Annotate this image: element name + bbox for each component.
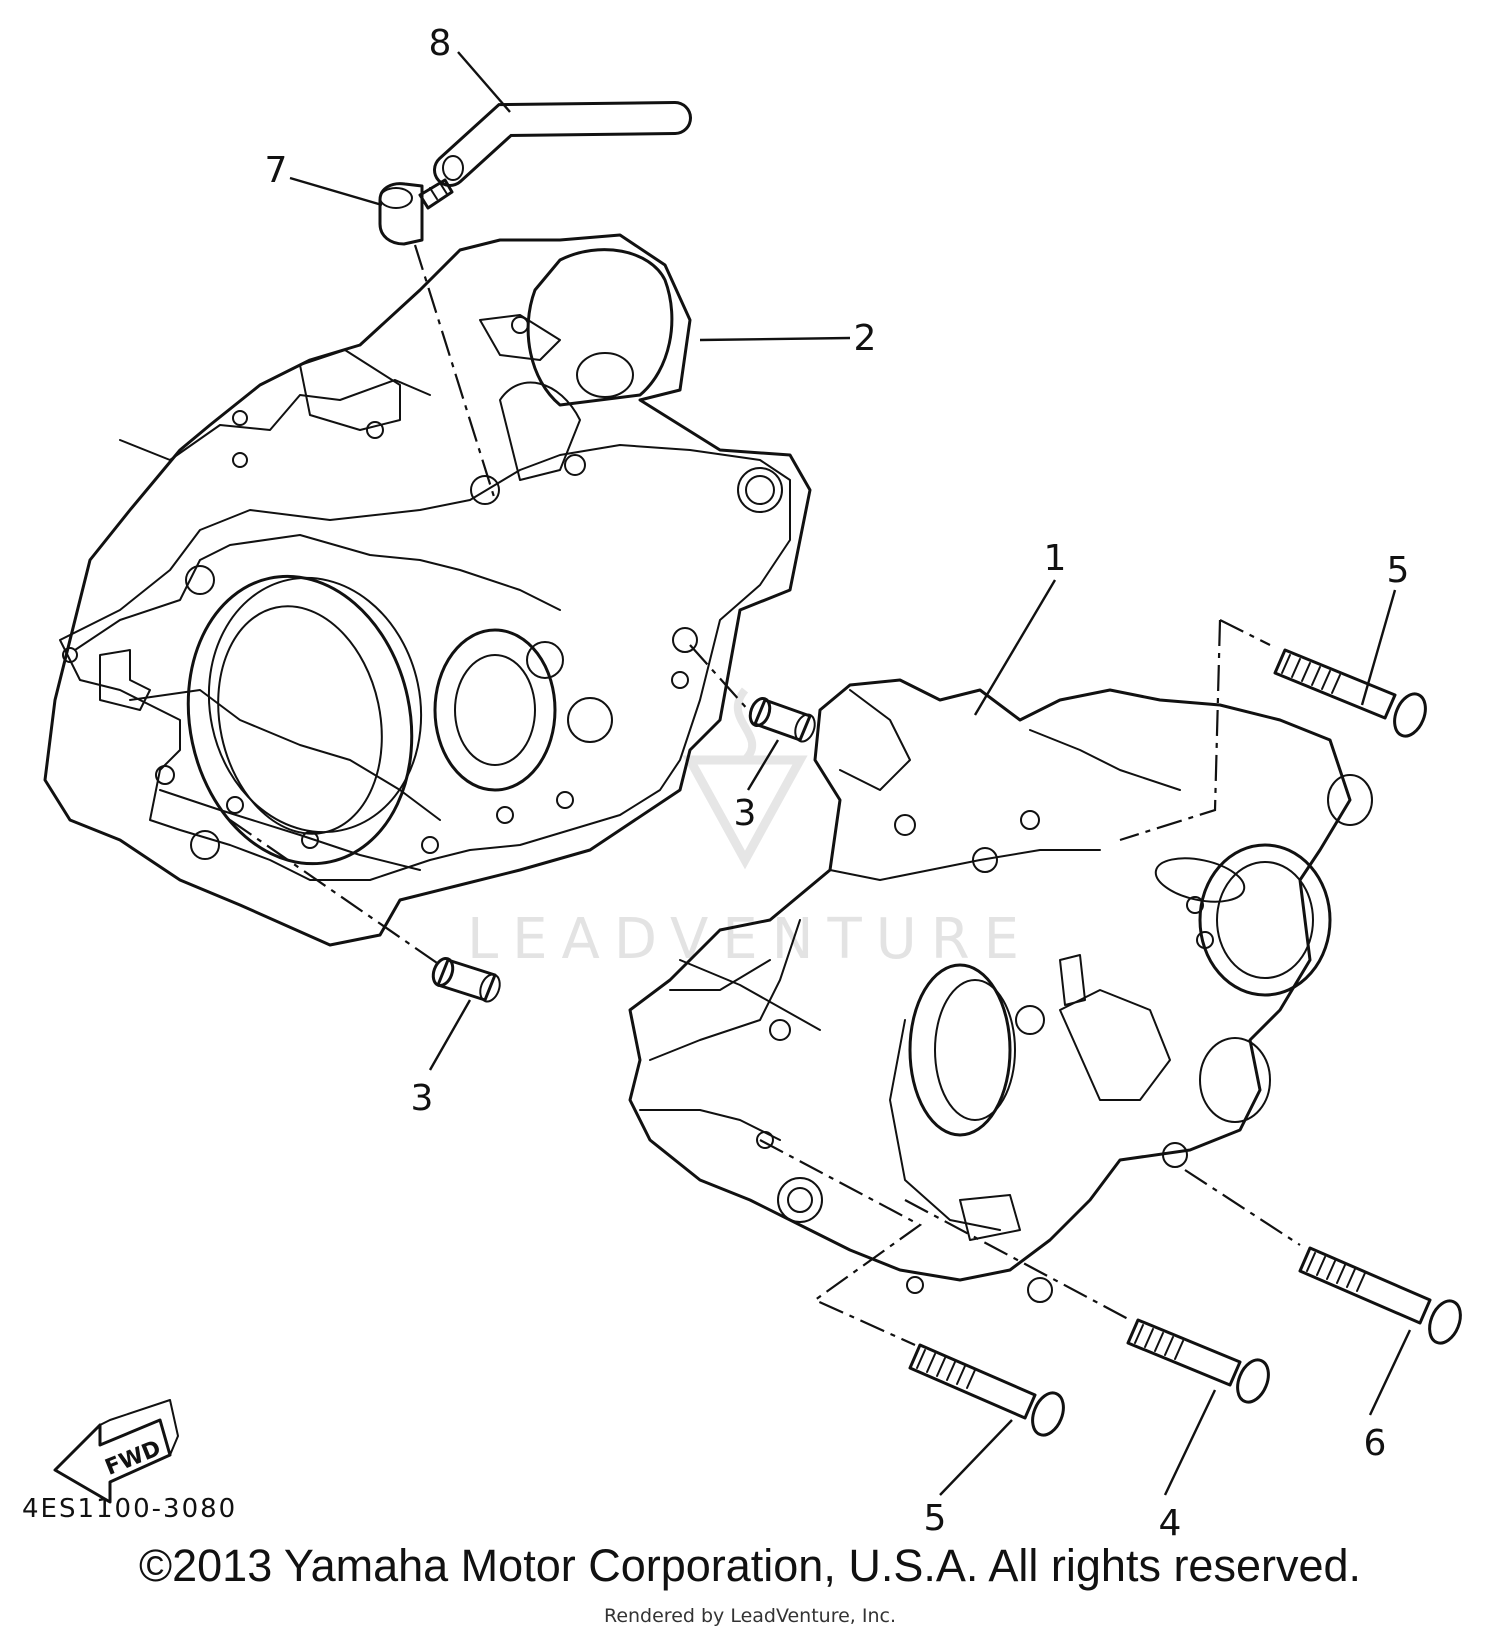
- callout-5-upper: 5: [1387, 550, 1410, 591]
- part-5-bolt-lower[interactable]: [908, 1343, 1069, 1440]
- fwd-label: FWD: [102, 1436, 165, 1481]
- callout-2: 2: [854, 318, 877, 359]
- callout-5-lower: 5: [924, 1498, 947, 1539]
- part-3-dowel-pin-lower[interactable]: [430, 956, 503, 1004]
- part-6-bolt[interactable]: [1298, 1246, 1466, 1348]
- watermark-text: LEADVENTURE: [467, 907, 1033, 972]
- callout-3-lower: 3: [411, 1078, 434, 1119]
- part-8-breather-hose[interactable]: [433, 101, 692, 187]
- right-crankcase-half[interactable]: [628, 678, 1373, 1303]
- part-7-hose-joint[interactable]: [378, 178, 454, 246]
- callout-labels: 1 2 3 3 4 5 5 6 7 8: [265, 23, 1410, 1544]
- part-4-bolt[interactable]: [1126, 1318, 1274, 1407]
- callout-8: 8: [429, 23, 452, 64]
- callout-3-upper: 3: [734, 793, 757, 834]
- callout-leaders: [289, 51, 1412, 1496]
- left-crankcase-half[interactable]: [43, 233, 812, 947]
- callout-4: 4: [1159, 1503, 1182, 1544]
- part-3-dowel-pin-upper[interactable]: [747, 696, 818, 744]
- part-5-bolt-upper[interactable]: [1273, 648, 1431, 741]
- rendered-by-credit: Rendered by LeadVenture, Inc.: [603, 1605, 897, 1627]
- leadventure-watermark: LEADVENTURE: [467, 687, 1033, 972]
- forward-direction-arrow: FWD: [53, 1399, 179, 1504]
- callout-1: 1: [1044, 538, 1067, 579]
- callout-7: 7: [265, 150, 288, 191]
- assembly-centerlines: [229, 244, 1301, 1347]
- copyright-notice: ©2013 Yamaha Motor Corporation, U.S.A. A…: [138, 1540, 1362, 1591]
- callout-6: 6: [1364, 1423, 1387, 1464]
- diagram-part-code: 4ES1100-3080: [22, 1494, 237, 1524]
